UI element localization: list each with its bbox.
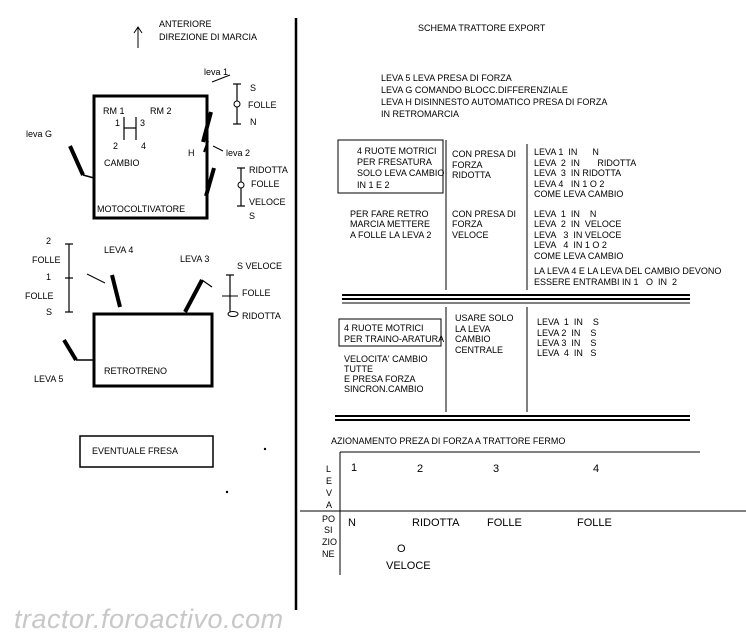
legend-line-1: LEVA 5 LEVA PRESA DI FORZA <box>381 73 512 83</box>
leve-ridotta-line-2: LEVA 2 IN RIDOTTA <box>534 158 637 168</box>
leva2-label: leva 2 <box>226 148 251 158</box>
traino-line-2: PER TRAINO-ARATURA <box>344 334 445 344</box>
gear-2-label: 2 <box>113 141 119 151</box>
posizione-part-3: ZIO <box>322 537 337 547</box>
fresa-label: EVENTUALE FRESA <box>92 446 179 456</box>
rm2-label: RM 2 <box>150 106 172 116</box>
retro-line-1: PER FARE RETRO <box>350 209 429 219</box>
fresatura-line-2: PER FRESATURA <box>357 157 432 167</box>
leve-s-line-2: LEVA 2 IN S <box>537 328 597 338</box>
presa-veloce-line-1: CON PRESA DI <box>452 209 517 219</box>
leva1-label: leva 1 <box>204 67 229 77</box>
leva3-label: LEVA 3 <box>180 254 210 264</box>
usare-line-2: LA LEVA <box>455 324 491 334</box>
legend-line-2: LEVA G COMANDO BLOCC.DIFFERENZIALE <box>381 85 568 95</box>
leva-h-label: H <box>188 148 195 158</box>
veloce-label: VELOCE <box>249 197 286 207</box>
leve-s-line-3: LEVA 3 IN S <box>537 338 597 348</box>
usare-line-1: USARE SOLO <box>455 313 514 323</box>
pos-leva-4: FOLLE <box>577 517 612 529</box>
schema-title: SCHEMA TRATTORE EXPORT <box>418 23 546 33</box>
leva-num-1: 1 <box>351 462 358 474</box>
direction-bottom-label: DIREZIONE DI MARCIA <box>159 32 258 42</box>
leva4-pos-1: 1 <box>46 272 52 282</box>
posizione-part-4: NE <box>322 549 335 559</box>
velocita-line-4: SINCRON.CAMBIO <box>344 384 424 394</box>
leve-veloce-line-4: LEVA 4 IN 1 O 2 <box>534 240 607 250</box>
pos-leva-3: FOLLE <box>487 517 522 529</box>
ridotta-label: RIDOTTA <box>249 165 288 175</box>
gear-1-label: 1 <box>115 118 121 128</box>
motocoltivatore-label: MOTOCOLTIVATORE <box>97 204 186 214</box>
leva-num-4: 4 <box>593 463 600 475</box>
levaG-label: leva G <box>26 129 53 139</box>
retro-line-3: A FOLLE LA LEVA 2 <box>350 230 432 240</box>
leva-letter-l: L <box>326 464 332 474</box>
usare-line-3: CAMBIO <box>455 334 491 344</box>
leva4-label: LEVA 4 <box>104 245 134 255</box>
leva2-s-label: S <box>249 211 256 221</box>
rm1-label: RM 1 <box>103 106 125 116</box>
leva4-pos-s: S <box>46 307 53 317</box>
presa-veloce-line-2: FORZA <box>452 219 483 229</box>
pos-leva-2-veloce: VELOCE <box>386 560 431 572</box>
leva1-n-label: N <box>250 117 257 127</box>
posizione-part-1: PO <box>322 514 336 524</box>
retro-line-2: MARCIA METTERE <box>350 219 431 229</box>
leva3-s-veloce-label: S VELOCE <box>237 261 283 271</box>
watermark: tractor.foroactivo.com <box>14 604 284 634</box>
retrotreno-label: RETROTRENO <box>104 366 167 376</box>
fresatura-line-4: IN 1 E 2 <box>357 180 390 190</box>
fresatura-line-3: SOLO LEVA CAMBIO <box>357 168 445 178</box>
traino-line-1: 4 RUOTE MOTRICI <box>344 323 424 333</box>
leva5-label: LEVA 5 <box>34 374 64 384</box>
direction-top-label: ANTERIORE <box>159 19 212 29</box>
leva-letter-a: A <box>326 500 333 510</box>
note-line-1: LA LEVA 4 E LA LEVA DEL CAMBIO DEVONO <box>534 266 722 276</box>
legend-line-4: IN RETROMARCIA <box>381 109 460 119</box>
note-line-2: ESSERE ENTRAMBI IN 1 O IN 2 <box>534 277 678 287</box>
leva4-pos-2: 2 <box>46 236 52 246</box>
leva1-folle-label: FOLLE <box>248 100 277 110</box>
velocita-line-2: TUTTE <box>344 364 373 374</box>
fresatura-line-1: 4 RUOTE MOTRICI <box>357 146 437 156</box>
leva3-folle-label: FOLLE <box>242 288 271 298</box>
leva-num-3: 3 <box>493 463 500 475</box>
leve-ridotta-line-1: LEVA 1 IN N <box>534 147 599 157</box>
leve-veloce-line-5: COME LEVA CAMBIO <box>534 251 624 261</box>
leve-ridotta-line-4: LEVA 4 IN 1 O 2 <box>534 179 605 189</box>
leve-s-line-4: LEVA 4 IN S <box>537 348 597 358</box>
cambio-label: CAMBIO <box>104 158 140 168</box>
velocita-line-1: VELOCITA' CAMBIO <box>344 354 428 364</box>
leve-s-line-1: LEVA 1 IN S <box>537 317 599 327</box>
presa-ridotta-line-3: RIDOTTA <box>452 170 491 180</box>
velocita-line-3: E PRESA FORZA <box>344 374 416 384</box>
presa-ridotta-line-2: FORZA <box>452 160 483 170</box>
leva-letter-v: V <box>326 488 333 498</box>
folle2-label: FOLLE <box>251 179 280 189</box>
leve-ridotta-line-5: COME LEVA CAMBIO <box>534 189 624 199</box>
pos-leva-2: RIDOTTA <box>412 517 460 529</box>
leve-veloce-line-2: LEVA 2 IN VELOCE <box>534 219 622 229</box>
leva4-folle-upper: FOLLE <box>32 255 61 265</box>
usare-line-4: CENTRALE <box>455 345 504 355</box>
leve-veloce-line-1: LEVA 1 IN N <box>534 209 597 219</box>
leve-ridotta-line-3: LEVA 3 IN RIDOTTA <box>534 168 622 178</box>
leva-letter-e: E <box>326 476 333 486</box>
azionamento-title: AZIONAMENTO PREZA DI FORZA A TRATTORE FE… <box>331 436 566 446</box>
leva-num-2: 2 <box>417 463 424 475</box>
leve-veloce-line-3: LEVA 3 IN VELOCE <box>534 230 622 240</box>
leva1-s-label: S <box>250 83 257 93</box>
leva3-ridotta-label: RIDOTTA <box>242 311 281 321</box>
legend-line-3: LEVA H DISINNESTO AUTOMATICO PRESA DI FO… <box>381 97 608 107</box>
pos-leva-2-or: O <box>397 543 406 555</box>
presa-ridotta-line-1: CON PRESA DI <box>452 149 517 159</box>
gear-4-label: 4 <box>141 141 147 151</box>
leva4-folle-lower: FOLLE <box>25 291 54 301</box>
pos-leva-1: N <box>348 517 356 529</box>
posizione-part-2: SI <box>324 525 333 535</box>
gear-3-label: 3 <box>140 118 146 128</box>
presa-veloce-line-3: VELOCE <box>452 230 489 240</box>
